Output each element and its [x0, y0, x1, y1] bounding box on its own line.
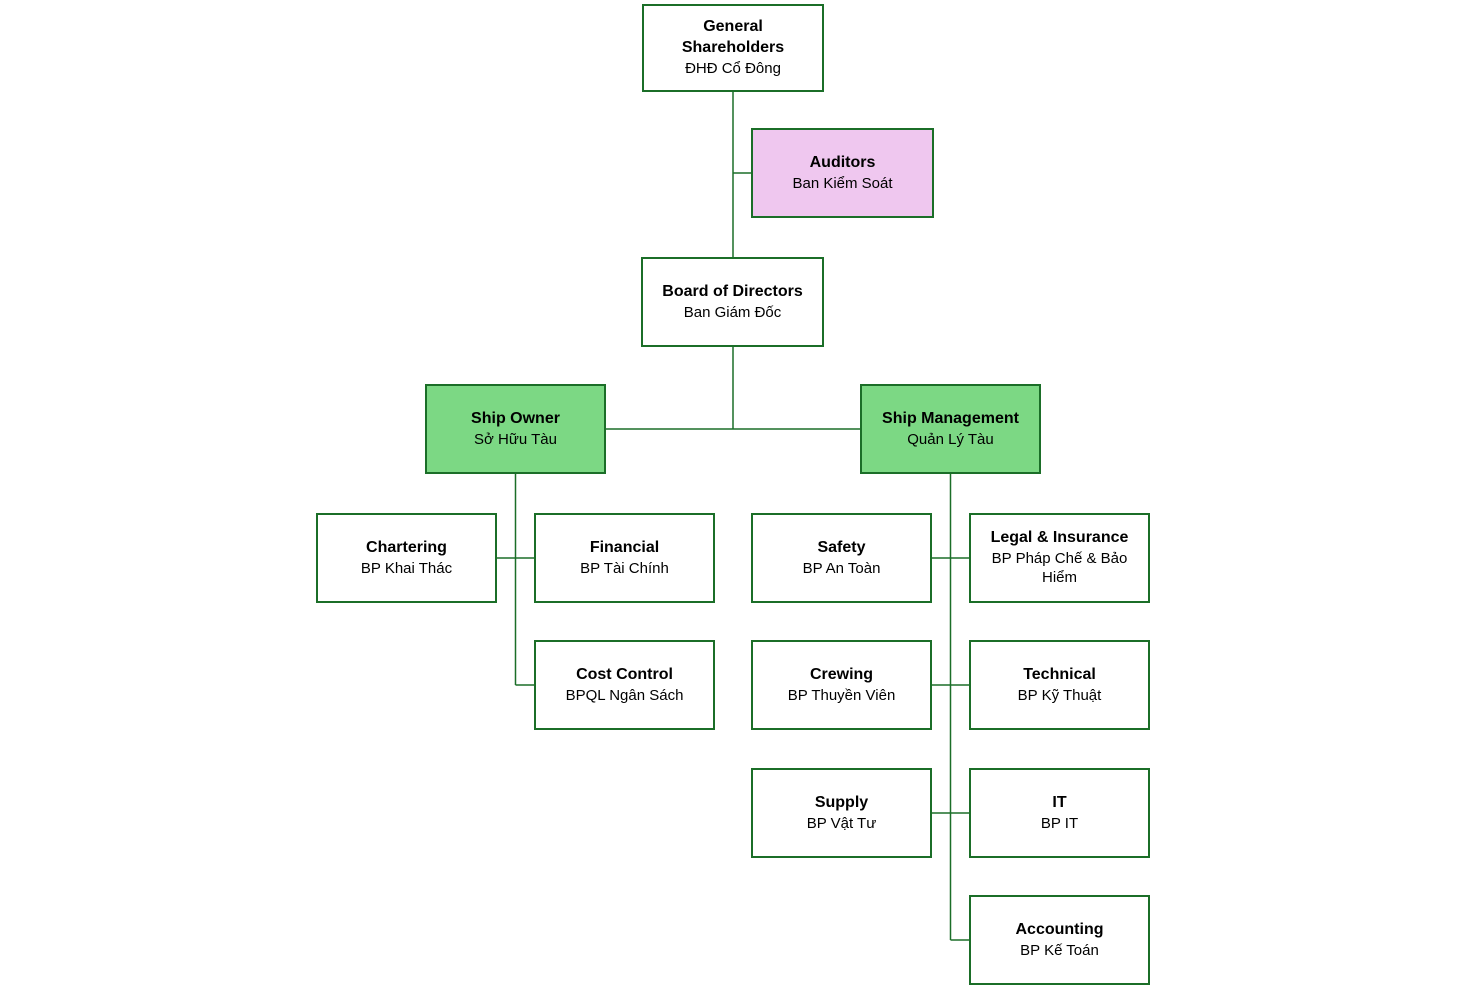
node-subtitle: Ban Kiểm Soát — [792, 174, 893, 192]
node-financial: Financial BP Tài Chính — [534, 513, 715, 603]
node-chartering: Chartering BP Khai Thác — [316, 513, 497, 603]
node-subtitle: BPQL Ngân Sách — [565, 686, 684, 704]
node-auditors: Auditors Ban Kiểm Soát — [751, 128, 934, 218]
node-subtitle: Sở Hữu Tàu — [474, 430, 557, 448]
node-title: Accounting — [1015, 920, 1104, 938]
node-title: IT — [1052, 793, 1067, 811]
node-title: Supply — [814, 793, 869, 811]
node-subtitle: BP Kỹ Thuật — [1017, 686, 1102, 704]
node-subtitle: BP IT — [1040, 814, 1079, 832]
node-title: Safety — [817, 538, 866, 556]
node-subtitle: BP Khai Thác — [360, 559, 453, 577]
node-safety: Safety BP An Toàn — [751, 513, 932, 603]
node-cost-control: Cost Control BPQL Ngân Sách — [534, 640, 715, 730]
node-title: Legal & Insurance — [990, 529, 1129, 547]
node-supply: Supply BP Vật Tư — [751, 768, 932, 858]
node-title: Chartering — [366, 538, 447, 556]
node-board-of-directors: Board of Directors Ban Giám Đốc — [641, 257, 824, 347]
node-title: Cost Control — [576, 665, 673, 683]
node-title: Financial — [589, 538, 660, 556]
node-legal-insurance: Legal & Insurance BP Pháp Chế & Bảo Hiểm — [969, 513, 1150, 603]
node-crewing: Crewing BP Thuyền Viên — [751, 640, 932, 730]
node-title: Technical — [1023, 665, 1096, 683]
node-title: General Shareholders — [681, 18, 785, 57]
node-ship-management: Ship Management Quản Lý Tàu — [860, 384, 1041, 474]
node-subtitle: BP Pháp Chế & Bảo Hiểm — [991, 549, 1128, 587]
node-title: Ship Management — [882, 409, 1019, 427]
node-title: Crewing — [809, 665, 874, 683]
node-subtitle: BP Thuyền Viên — [787, 686, 896, 704]
node-title: Ship Owner — [471, 409, 560, 427]
node-subtitle: BP An Toàn — [802, 559, 881, 577]
node-subtitle: BP Vật Tư — [806, 814, 877, 832]
node-it: IT BP IT — [969, 768, 1150, 858]
node-subtitle: ĐHĐ Cổ Đông — [685, 60, 781, 78]
node-subtitle: BP Kế Toán — [1020, 941, 1099, 959]
node-title: Auditors — [809, 153, 876, 171]
node-subtitle: Quản Lý Tàu — [907, 430, 994, 448]
node-accounting: Accounting BP Kế Toán — [969, 895, 1150, 985]
node-technical: Technical BP Kỹ Thuật — [969, 640, 1150, 730]
node-title: Board of Directors — [662, 282, 803, 300]
node-general-shareholders: General Shareholders ĐHĐ Cổ Đông — [642, 4, 824, 92]
node-subtitle: Ban Giám Đốc — [683, 303, 782, 321]
node-subtitle: BP Tài Chính — [580, 559, 669, 577]
node-ship-owner: Ship Owner Sở Hữu Tàu — [425, 384, 606, 474]
